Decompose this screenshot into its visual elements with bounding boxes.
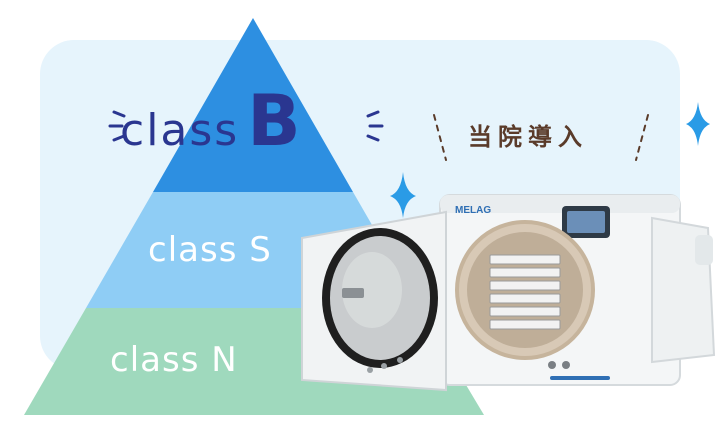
class-s-label: class S — [148, 230, 272, 270]
intro-text: 当院導入 — [468, 123, 588, 151]
intro-brackets — [433, 114, 649, 161]
autoclave-image: MELAG — [301, 194, 716, 392]
class-b-emphasis-marks — [108, 110, 384, 142]
sparkle-icon — [686, 102, 710, 146]
class-b-letter: B — [247, 80, 301, 162]
class-n-label: class N — [110, 340, 238, 380]
pyramid-tier-class-b — [153, 18, 353, 192]
class-b-title: class B — [120, 80, 301, 162]
class-b-word: class — [120, 105, 240, 156]
device-brand-label: MELAG — [455, 205, 491, 216]
sparkle-icon — [390, 172, 416, 218]
